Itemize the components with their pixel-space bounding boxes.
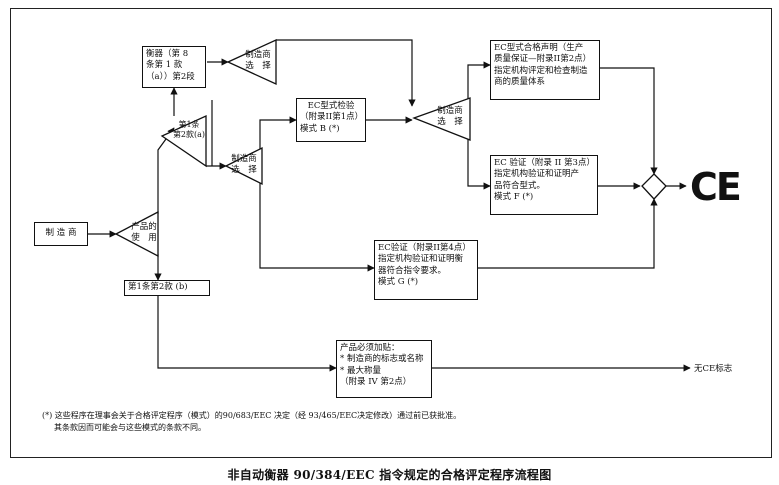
product-use-label: 产品的 使 用: [128, 222, 160, 243]
g-line-4: 模式 G (*): [378, 277, 419, 288]
type-exam-line-1: EC型式检验: [307, 101, 355, 111]
decision-product-use: [114, 210, 159, 258]
decl-line-1: EC型式合格声明（生产: [494, 43, 584, 53]
edge-2b-to-marking: [157, 294, 337, 372]
mfr-choice-right-line-2: 选 择: [437, 116, 463, 127]
f-line-2: 指定机构验证和证明产: [494, 169, 580, 180]
product-use-line-1: 产品的: [131, 222, 157, 232]
decision-mfr-choice-right: [412, 97, 471, 141]
edge-midchoice-to-g: [259, 182, 375, 272]
no-ce-label: 无CE标志: [694, 364, 733, 374]
edge-g-to-diamond: [478, 198, 658, 269]
diagram-frame: [10, 8, 772, 458]
mfr-choice-mid-line-1: 制造商: [231, 154, 257, 164]
marking-line-4: （附录 IV 第2点）: [340, 377, 412, 388]
decision-art1-2a: [160, 114, 207, 168]
ec-verification-g-box: EC验证（附录II第4点） 指定机构验证和证明衡 器符合指令要求。 模式 G (…: [374, 240, 478, 300]
manufacturer-box: 制 造 商: [34, 222, 88, 246]
mfr-choice-mid-label: 制造商 选 择: [226, 154, 262, 175]
scale-line-2: 条第 1 款: [146, 60, 183, 71]
decl-line-4: 商的质量体系: [494, 77, 546, 88]
type-exam-line-2: （附录II第1点）: [300, 112, 364, 123]
g-line-3: 器符合指令要求。: [378, 265, 447, 276]
mfr-choice-right-label: 制造商 选 择: [430, 106, 470, 127]
footnote: (*) 这些程序在理事会关于合格评定程序（模式）的90/683/EEC 决定（经…: [42, 410, 461, 435]
art1-2a-label: 第1条 第2款(a): [170, 120, 208, 140]
type-exam-line-3: 模式 B (*): [300, 123, 340, 134]
footnote-line-1: (*) 这些程序在理事会关于合格评定程序（模式）的90/683/EEC 决定（经…: [42, 411, 462, 420]
f-line-3: 品符合型式。: [494, 180, 546, 191]
mfr-choice-right-line-1: 制造商: [437, 106, 463, 116]
manufacturer-label: 制 造 商: [45, 228, 77, 238]
edge-midchoice-to-typeexam: [259, 116, 297, 150]
edge-topchoice-to-rightchoice: [276, 39, 416, 107]
g-line-1: EC验证（附录II第4点）: [378, 243, 471, 253]
g-line-2: 指定机构验证和证明衡: [378, 254, 464, 265]
art1-2a-line-2: 第2款(a): [172, 130, 206, 139]
marking-line-3: * 最大称量: [340, 365, 381, 376]
mfr-choice-top-line-2: 选 择: [245, 60, 271, 71]
f-line-4: 模式 F (*): [494, 192, 534, 203]
ec-verification-f-box: EC 验证（附录 II 第3点） 指定机构验证和证明产 品符合型式。 模式 F …: [490, 155, 598, 215]
edge-rightchoice-to-f: [467, 138, 491, 190]
ec-declaration-box: EC型式合格声明（生产 质量保证—附录II第2点） 指定机构评定和检查制造 商的…: [490, 40, 600, 100]
scale-line-3: （a））第2段: [146, 71, 195, 82]
decision-mfr-choice-top: [226, 38, 277, 86]
marking-line-2: * 制造商的标志或名称: [340, 354, 424, 365]
ce-diamond: [641, 173, 667, 200]
art1-2b-box: 第1条第2款 (b): [124, 280, 210, 296]
ec-type-exam-box: EC型式检验 （附录II第1点） 模式 B (*): [296, 98, 366, 142]
decl-line-3: 指定机构评定和检查制造: [494, 65, 588, 76]
marking-box: 产品必须加贴： * 制造商的标志或名称 * 最大称量 （附录 IV 第2点）: [336, 340, 432, 398]
edge-decl-to-diamond: [600, 67, 658, 175]
scale-box: 衡器（第 8 条第 1 款 （a））第2段: [142, 46, 206, 88]
art1-2a-line-1: 第1条: [178, 120, 200, 129]
mfr-choice-top-line-1: 制造商: [245, 50, 271, 60]
art1-2b-label: 第1条第2款 (b): [128, 282, 188, 292]
f-line-1: EC 验证（附录 II 第3点）: [494, 158, 595, 168]
edge-rightchoice-to-decl: [467, 61, 491, 100]
mfr-choice-mid-line-2: 选 择: [231, 164, 257, 175]
mfr-choice-top-label: 制造商 选 择: [240, 50, 276, 71]
ce-mark-logo: CE: [690, 165, 742, 209]
decision-mfr-choice-mid: [224, 146, 263, 186]
scale-line-1: 衡器（第 8: [146, 49, 189, 59]
footnote-line-2: 其条款因而可能会与这些模式的条款不同。: [54, 423, 206, 433]
figure-caption: 非自动衡器 90/384/EEC 指令规定的合格评定程序流程图: [227, 468, 552, 482]
product-use-line-2: 使 用: [131, 232, 157, 243]
decl-line-2: 质量保证—附录II第2点）: [494, 54, 592, 65]
marking-line-1: 产品必须加贴：: [340, 343, 400, 353]
